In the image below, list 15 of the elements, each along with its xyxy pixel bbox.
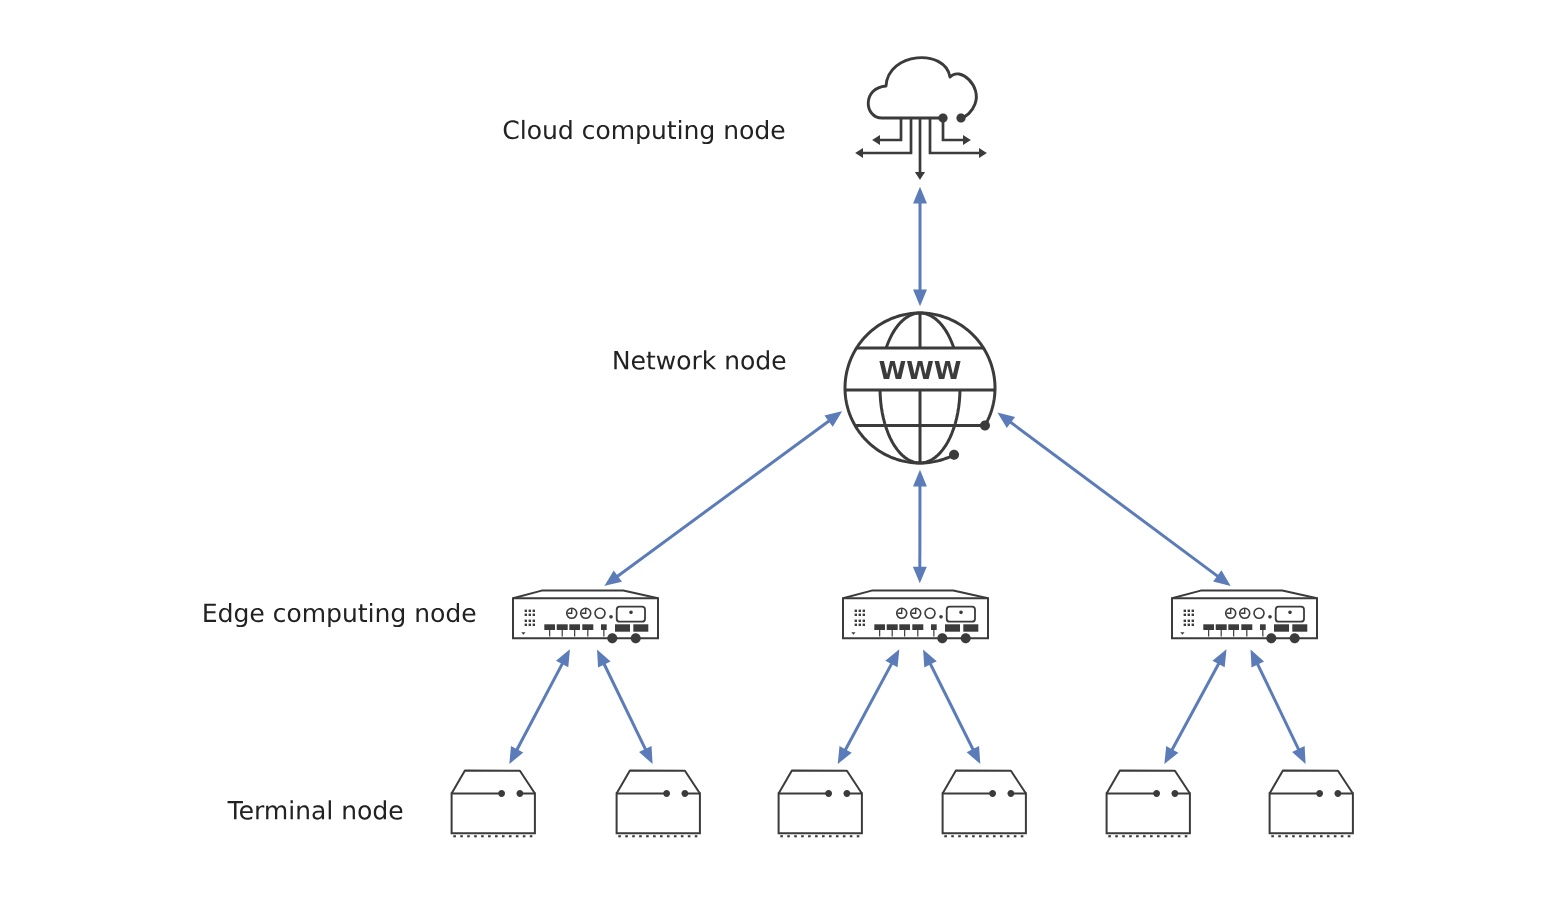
device-icon: [1105, 769, 1191, 838]
tier-label: Cloud computing node: [503, 119, 785, 145]
device-icon: [615, 769, 701, 838]
tier-label: Edge computing node: [204, 602, 476, 628]
device-icon: [450, 769, 536, 838]
device-icon: [941, 769, 1027, 838]
tier-label: Network node: [614, 350, 786, 370]
router-icon: [1171, 589, 1318, 644]
tier-label: Terminal node: [227, 800, 403, 820]
cloud-icon: [855, 56, 987, 180]
device-icon: [1268, 769, 1354, 838]
device-icon: [777, 769, 863, 838]
router-icon: [842, 589, 989, 644]
globe-text: WWW: [879, 360, 961, 380]
router-icon: [512, 589, 659, 644]
